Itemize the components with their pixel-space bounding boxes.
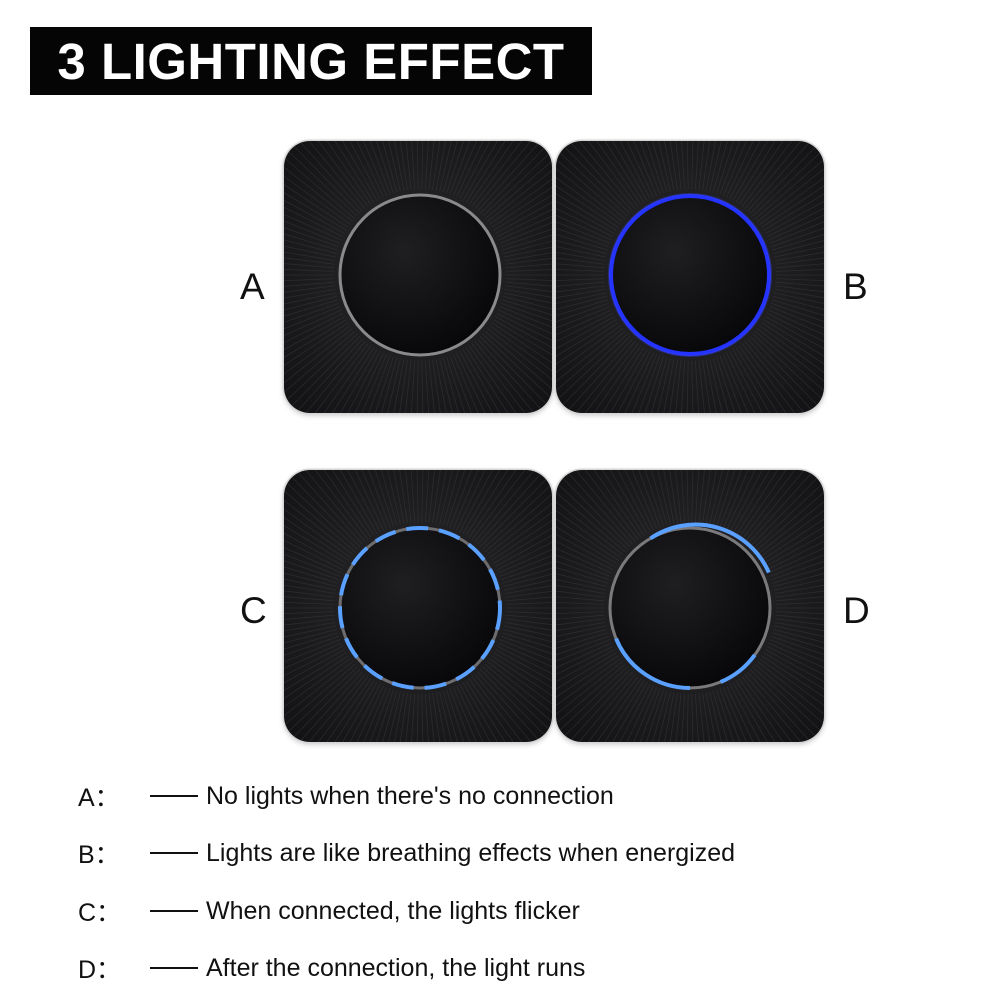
texture-rays xyxy=(556,470,824,742)
device-label-a: A xyxy=(240,266,265,307)
legend-dash xyxy=(150,910,198,912)
legend-key: C： xyxy=(78,899,122,927)
device-b-solid-ring xyxy=(556,141,824,413)
device-label-c: C xyxy=(240,590,267,631)
ring-glow xyxy=(608,193,772,357)
legend-key: D： xyxy=(78,956,122,984)
page-title: 3 LIGHTING EFFECT xyxy=(57,32,565,90)
texture-rays xyxy=(284,470,552,742)
legend-key: B： xyxy=(78,841,120,869)
legend-row-c: C： When connected, the lights flicker xyxy=(78,895,580,928)
legend-row-d: D： After the connection, the light runs xyxy=(78,952,586,985)
legend-text: When connected, the lights flicker xyxy=(206,896,580,925)
legend-text: No lights when there's no connection xyxy=(206,781,614,810)
device-c-dashed-ring xyxy=(284,470,552,742)
device-a-graphic xyxy=(284,141,552,413)
legend-dash xyxy=(150,967,198,969)
legend-dash xyxy=(150,852,198,854)
button-face xyxy=(609,194,771,356)
legend-row-a: A： No lights when there's no connection xyxy=(78,780,614,813)
device-d-graphic xyxy=(556,470,824,742)
device-label-d: D xyxy=(843,590,870,631)
legend-key: A： xyxy=(78,784,120,812)
legend-text: After the connection, the light runs xyxy=(206,953,586,982)
device-d-partial-ring xyxy=(556,470,824,742)
legend-text: Lights are like breathing effects when e… xyxy=(206,838,736,867)
device-b-graphic xyxy=(556,141,824,413)
device-label-b: B xyxy=(843,266,868,307)
legend-dash xyxy=(150,795,198,797)
title-banner: 3 LIGHTING EFFECT xyxy=(30,27,592,95)
texture-rays xyxy=(556,141,824,413)
device-a-no-light xyxy=(284,141,552,413)
texture-rays xyxy=(284,141,552,413)
dashed-ring xyxy=(338,526,502,690)
button-face xyxy=(338,193,502,357)
ring-arc-bottom-right xyxy=(719,653,757,684)
ring-arc-left xyxy=(614,637,691,690)
ring-arc-top xyxy=(649,522,771,574)
legend-row-b: B： Lights are like breathing effects whe… xyxy=(78,837,736,870)
device-c-graphic xyxy=(284,470,552,742)
